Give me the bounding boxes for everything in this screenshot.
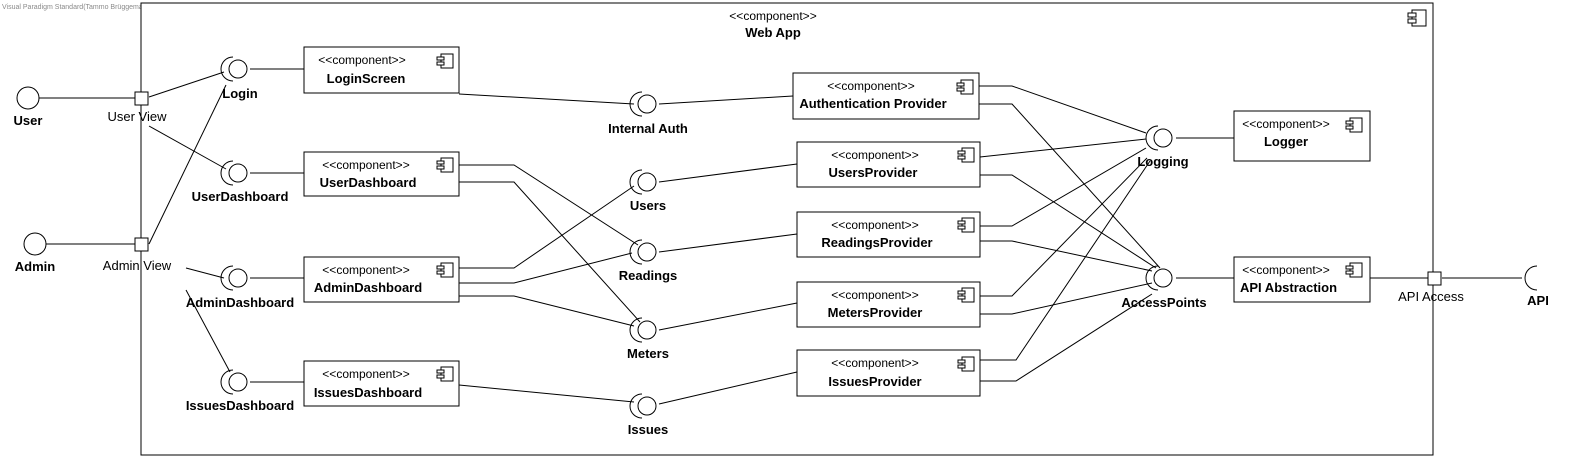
svg-text:MetersProvider: MetersProvider	[828, 305, 923, 320]
svg-text:ReadingsProvider: ReadingsProvider	[821, 235, 932, 250]
component-user-dashboard[interactable]: <<component>> UserDashboard	[303, 151, 460, 197]
interface-access-points[interactable]: AccessPoints	[1121, 265, 1207, 310]
component-icon	[436, 157, 454, 173]
component-icon	[436, 53, 454, 69]
interface-user[interactable]: User	[14, 86, 43, 128]
port-api-access[interactable]: API Access	[1398, 271, 1464, 304]
interface-api[interactable]: API	[1524, 265, 1549, 308]
svg-text:IssuesDashboard: IssuesDashboard	[314, 385, 422, 400]
svg-text:<<component>>: <<component>>	[831, 288, 918, 302]
svg-text:Logger: Logger	[1264, 134, 1308, 149]
connectors	[39, 68, 1522, 405]
component-icon	[1345, 117, 1363, 133]
svg-text:<<component>>: <<component>>	[831, 148, 918, 162]
svg-text:<<component>>: <<component>>	[827, 79, 914, 93]
interface-meters[interactable]: Meters	[627, 317, 669, 361]
component-icon	[1407, 9, 1427, 27]
svg-text:UsersProvider: UsersProvider	[829, 165, 918, 180]
svg-text:UserDashboard: UserDashboard	[320, 175, 417, 190]
interface-admin[interactable]: Admin	[15, 232, 56, 274]
svg-text:API: API	[1527, 293, 1549, 308]
port-user-view[interactable]: User View	[107, 91, 167, 124]
svg-text:<<component>>: <<component>>	[1242, 263, 1329, 277]
svg-text:Admin View: Admin View	[103, 258, 172, 273]
component-meters-provider[interactable]: <<component>> MetersProvider	[796, 281, 981, 328]
interface-user-dashboard[interactable]: UserDashboard	[192, 160, 289, 204]
container-stereotype: <<component>>	[729, 9, 816, 23]
svg-text:UserDashboard: UserDashboard	[192, 189, 289, 204]
interface-readings[interactable]: Readings	[619, 239, 678, 283]
component-api-abstraction[interactable]: <<component>> API Abstraction	[1233, 256, 1371, 303]
component-logger[interactable]: <<component>> Logger	[1233, 110, 1371, 162]
component-icon	[956, 79, 974, 95]
interface-users[interactable]: Users	[629, 169, 666, 213]
svg-text:LoginScreen: LoginScreen	[327, 71, 406, 86]
svg-text:Logging: Logging	[1137, 154, 1188, 169]
component-issues-provider[interactable]: <<component>> IssuesProvider	[796, 349, 981, 397]
component-icon	[436, 366, 454, 382]
interface-internal-auth[interactable]: Internal Auth	[608, 91, 688, 136]
svg-text:IssuesDashboard: IssuesDashboard	[186, 398, 294, 413]
interface-logging[interactable]: Logging	[1137, 125, 1189, 169]
component-icon	[1345, 262, 1363, 278]
component-authentication-provider[interactable]: <<component>> Authentication Provider	[792, 72, 980, 120]
svg-text:Meters: Meters	[627, 346, 669, 361]
interface-admin-dashboard[interactable]: AdminDashboard	[186, 265, 294, 310]
interface-issues[interactable]: Issues	[628, 393, 668, 437]
component-icon	[957, 356, 975, 372]
svg-text:User: User	[14, 113, 43, 128]
svg-text:<<component>>: <<component>>	[1242, 117, 1329, 131]
svg-text:<<component>>: <<component>>	[322, 367, 409, 381]
svg-text:AccessPoints: AccessPoints	[1121, 295, 1206, 310]
svg-text:User View: User View	[107, 109, 167, 124]
svg-text:Login: Login	[222, 86, 257, 101]
svg-text:<<component>>: <<component>>	[831, 218, 918, 232]
svg-text:Users: Users	[630, 198, 666, 213]
svg-text:API Access: API Access	[1398, 289, 1464, 304]
svg-text:<<component>>: <<component>>	[322, 158, 409, 172]
component-issues-dashboard[interactable]: <<component>> IssuesDashboard	[303, 360, 460, 407]
svg-text:Readings: Readings	[619, 268, 678, 283]
svg-text:IssuesProvider: IssuesProvider	[828, 374, 921, 389]
svg-text:Internal Auth: Internal Auth	[608, 121, 688, 136]
watermark: Visual Paradigm Standard(Tammo Brüggeman…	[2, 4, 210, 11]
svg-text:Issues: Issues	[628, 422, 668, 437]
svg-text:<<component>>: <<component>>	[831, 356, 918, 370]
svg-text:<<component>>: <<component>>	[318, 53, 405, 67]
interface-login[interactable]: Login	[220, 56, 258, 101]
container-name: Web App	[745, 25, 801, 40]
svg-text:Admin: Admin	[15, 259, 56, 274]
component-login-screen[interactable]: <<component>> LoginScreen	[303, 46, 460, 94]
component-icon	[957, 287, 975, 303]
svg-text:AdminDashboard: AdminDashboard	[186, 295, 294, 310]
component-icon	[957, 217, 975, 233]
svg-text:AdminDashboard: AdminDashboard	[314, 280, 422, 295]
svg-text:API Abstraction: API Abstraction	[1240, 280, 1337, 295]
component-readings-provider[interactable]: <<component>> ReadingsProvider	[796, 211, 981, 258]
component-icon	[957, 147, 975, 163]
svg-text:<<component>>: <<component>>	[322, 263, 409, 277]
svg-text:Authentication Provider: Authentication Provider	[799, 96, 946, 111]
interface-issues-dashboard[interactable]: IssuesDashboard	[186, 369, 294, 413]
port-admin-view[interactable]: Admin View	[103, 237, 172, 273]
component-icon	[436, 262, 454, 278]
component-admin-dashboard[interactable]: <<component>> AdminDashboard	[303, 256, 460, 303]
component-users-provider[interactable]: <<component>> UsersProvider	[796, 141, 981, 188]
